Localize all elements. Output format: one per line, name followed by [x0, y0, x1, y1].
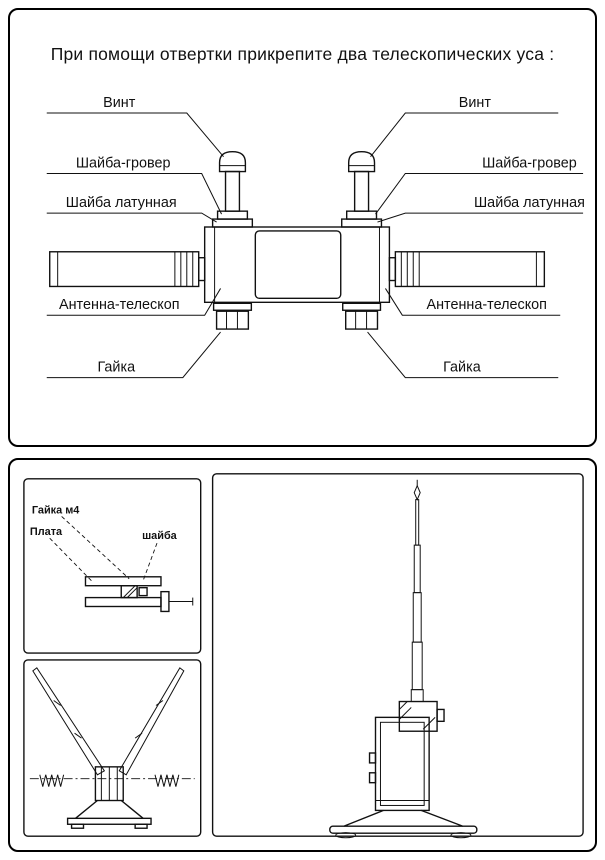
- label-nut-left: Гайка: [97, 360, 135, 376]
- hub-base: [66, 799, 152, 829]
- screw-shaft: [224, 170, 241, 212]
- screw-head: [218, 151, 247, 173]
- screw-head: [347, 151, 376, 173]
- nut-left-drawing: [212, 302, 253, 330]
- washer-under: [342, 302, 382, 311]
- antenna-arm-left: [32, 667, 106, 776]
- stand-view-border: [211, 473, 584, 837]
- label-washer: шайба: [142, 530, 178, 542]
- body-outer: [203, 226, 391, 304]
- spread-antennas-inset: [23, 659, 202, 837]
- antenna-connector: [388, 257, 397, 282]
- label-brass-washer-right: Шайба латунная: [474, 195, 585, 211]
- label-board: Плата: [30, 526, 63, 538]
- detail-drawing: [84, 576, 194, 613]
- antenna-connector: [198, 257, 206, 282]
- nut-right-drawing: [342, 302, 382, 330]
- washer-part: [138, 586, 148, 597]
- label-nut-right: Гайка: [443, 360, 481, 376]
- callout-lines: [46, 112, 584, 379]
- antenna-tube: [49, 251, 200, 288]
- base-foot: [450, 832, 472, 839]
- antenna-tip: [413, 484, 421, 501]
- body-inner: [254, 230, 342, 300]
- spread-inset-border: [23, 659, 202, 837]
- side-tab: [368, 772, 377, 784]
- screw-left-drawing: [211, 151, 254, 228]
- antenna-mount-body: [203, 226, 391, 304]
- telescopic-antenna: [410, 479, 424, 703]
- label-screw-left: Винт: [103, 95, 136, 111]
- bottom-views-panel: Гайка м4 Плата шайба: [8, 458, 597, 852]
- nut: [215, 310, 250, 330]
- label-lock-washer-right: Шайба-гровер: [482, 156, 577, 172]
- label-lock-washer-left: Шайба-гровер: [76, 156, 171, 172]
- hub-body: [94, 766, 124, 802]
- label-screw-right: Винт: [459, 95, 492, 111]
- lock-washer: [216, 210, 249, 220]
- board-bottom: [84, 596, 162, 608]
- label-antenna-left: Антенна-телескоп: [59, 297, 179, 313]
- detail-inset-border: [23, 478, 202, 654]
- screw-shaft: [353, 170, 370, 212]
- nut: [345, 310, 379, 330]
- antenna-arm-right: [118, 667, 185, 776]
- stand-base: [329, 809, 478, 839]
- antenna-right-drawing: [388, 251, 546, 288]
- label-nut-m4: Гайка м4: [32, 504, 80, 516]
- washer-under: [212, 302, 253, 311]
- label-brass-washer-left: Шайба латунная: [66, 195, 177, 211]
- spring-left: [39, 774, 65, 787]
- instruction-title: При помощи отвертки прикрепите два телес…: [50, 44, 555, 64]
- bottom-diagrams: Гайка м4 Плата шайба: [23, 473, 584, 839]
- spring-right: [154, 774, 180, 787]
- side-tab: [368, 752, 377, 764]
- antenna-clamp: [398, 700, 445, 732]
- antenna-left-drawing: [49, 251, 206, 288]
- board-top: [84, 576, 162, 587]
- detail-inset: Гайка м4 Плата шайба: [23, 478, 202, 654]
- edge-bracket: [160, 590, 170, 613]
- antenna-tube: [394, 251, 546, 288]
- brass-washer: [211, 218, 254, 228]
- top-instruction-panel: При помощи отвертки прикрепите два телес…: [8, 8, 597, 447]
- lock-washer: [346, 210, 378, 220]
- stand-body: [368, 716, 430, 812]
- brass-washer: [341, 218, 383, 228]
- screw-right-drawing: [341, 151, 383, 228]
- assembly-diagram: Винт Винт Шайба-гровер Шайба-гровер Шайб…: [46, 95, 585, 379]
- label-antenna-right: Антенна-телескоп: [426, 297, 546, 313]
- stand-view: [211, 473, 584, 839]
- clamp-screw: [436, 708, 445, 723]
- base-foot: [335, 832, 357, 839]
